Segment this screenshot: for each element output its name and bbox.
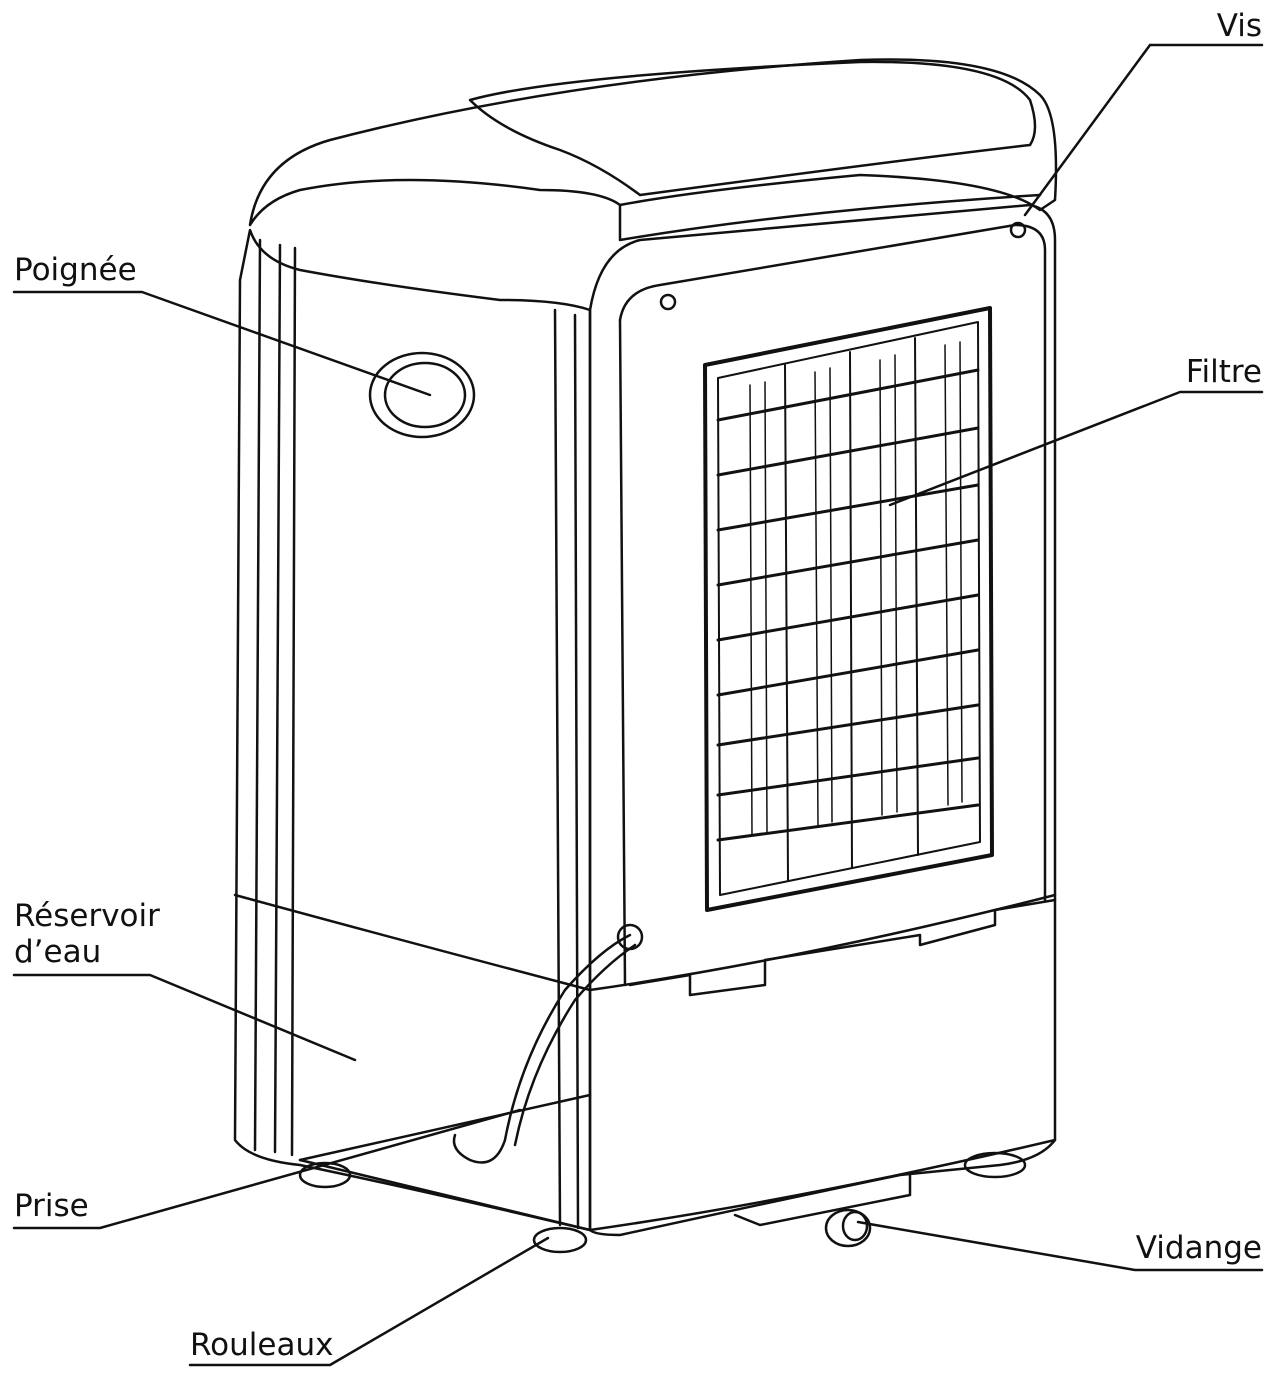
label-poignee: Poignée [14,252,137,288]
filter-row-9 [716,803,980,842]
filter-row-3 [716,483,980,532]
filter-col-3 [914,337,919,856]
side-edge-2 [273,243,282,1154]
roller-right [963,1151,1027,1179]
label-filtre: Filtre [1185,354,1262,390]
filter-row-4 [716,538,980,587]
top-lid [248,58,1058,227]
leader-vis [1023,43,1264,217]
screw-right [1009,221,1027,239]
tank-split [233,893,1057,992]
drain-cap [841,1210,869,1242]
filter-row-8 [716,756,980,797]
filter [703,306,994,912]
label-vidange: Vidange [1135,1230,1262,1266]
base-inner-line [298,1093,592,1162]
leader-reservoir [12,973,357,1062]
leader-rouleaux [188,1236,550,1367]
handle-outer [368,351,476,439]
roller-left [298,1161,352,1189]
filter-slats [749,341,963,836]
filter-row-7 [716,703,980,747]
roller-front [532,1226,588,1254]
power-cord [452,933,632,1164]
leader-poignee [12,290,432,397]
unit-body [233,58,1058,1254]
side-panel [233,228,592,1232]
side-edge-4 [553,308,562,1227]
power-cord-edge [513,943,637,1147]
filter-col-2 [849,351,853,869]
label-vis: Vis [1216,8,1262,44]
bottom-edge [298,1138,1057,1232]
filter-frame [703,306,994,912]
drain-plug [824,1208,872,1248]
back-inner-left [618,318,627,987]
label-prise: Prise [14,1188,89,1224]
leader-prise [12,1108,522,1230]
drain-bracket [733,1173,912,1227]
side-edge-1 [253,238,262,1152]
filter-col-1 [784,364,789,881]
back-panel [588,203,1057,1237]
top-panel [468,60,1037,197]
filter-row-5 [716,593,980,642]
tank-lip [628,898,1057,997]
leader-lines [12,43,1264,1367]
lid-edge [618,193,1042,242]
leader-filtre [888,390,1264,507]
label-rouleaux: Rouleaux [190,1327,334,1363]
filter-row-2 [716,426,980,477]
filter-inner-frame [717,321,981,896]
filter-row-6 [716,648,980,697]
side-edge-3 [290,246,297,1157]
label-reservoir-2: d’eau [14,934,102,970]
side-edge-5 [573,313,580,1230]
cord-grommet [616,923,644,951]
screw-left [659,293,677,311]
label-reservoir-1: Réservoir [14,898,160,934]
filter-row-1 [716,368,980,422]
handle-inner [383,361,467,429]
leader-vidange [856,1220,1264,1272]
